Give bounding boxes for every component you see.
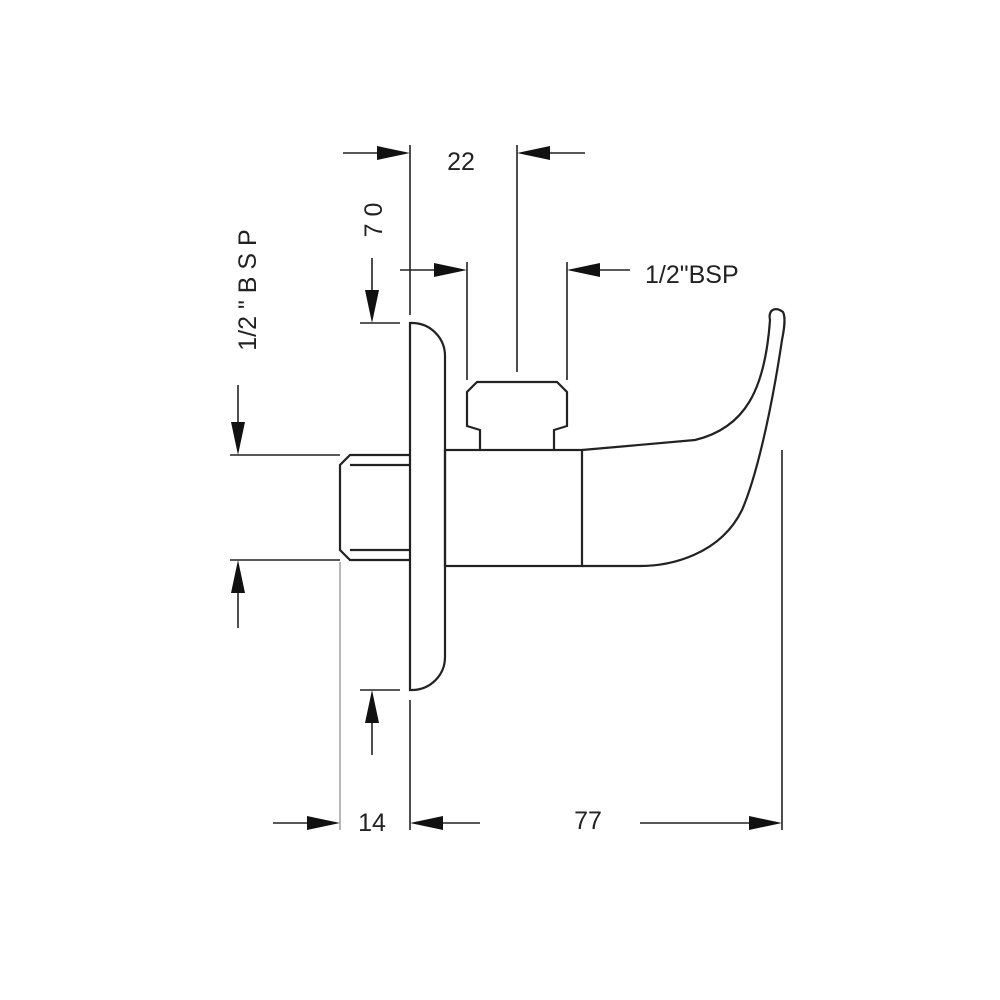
dim-plate-height: 7 0 — [360, 203, 388, 238]
dim-inlet-length: 14 — [358, 809, 386, 837]
inlet-thread-stub — [338, 453, 410, 562]
wall-plate — [408, 321, 447, 692]
dim-outlet-thread: 1/2"BSP — [645, 261, 739, 289]
handle-lever — [581, 308, 786, 568]
outlet-nut — [465, 380, 569, 450]
dim-body-depth: 77 — [574, 807, 602, 835]
dimension-lines — [230, 145, 783, 830]
dim-inlet-thread: 1/2 " B S P — [234, 229, 262, 350]
angle-valve-outline — [338, 308, 786, 692]
valve-body — [443, 448, 584, 568]
dim-outlet-offset: 22 — [447, 148, 475, 176]
